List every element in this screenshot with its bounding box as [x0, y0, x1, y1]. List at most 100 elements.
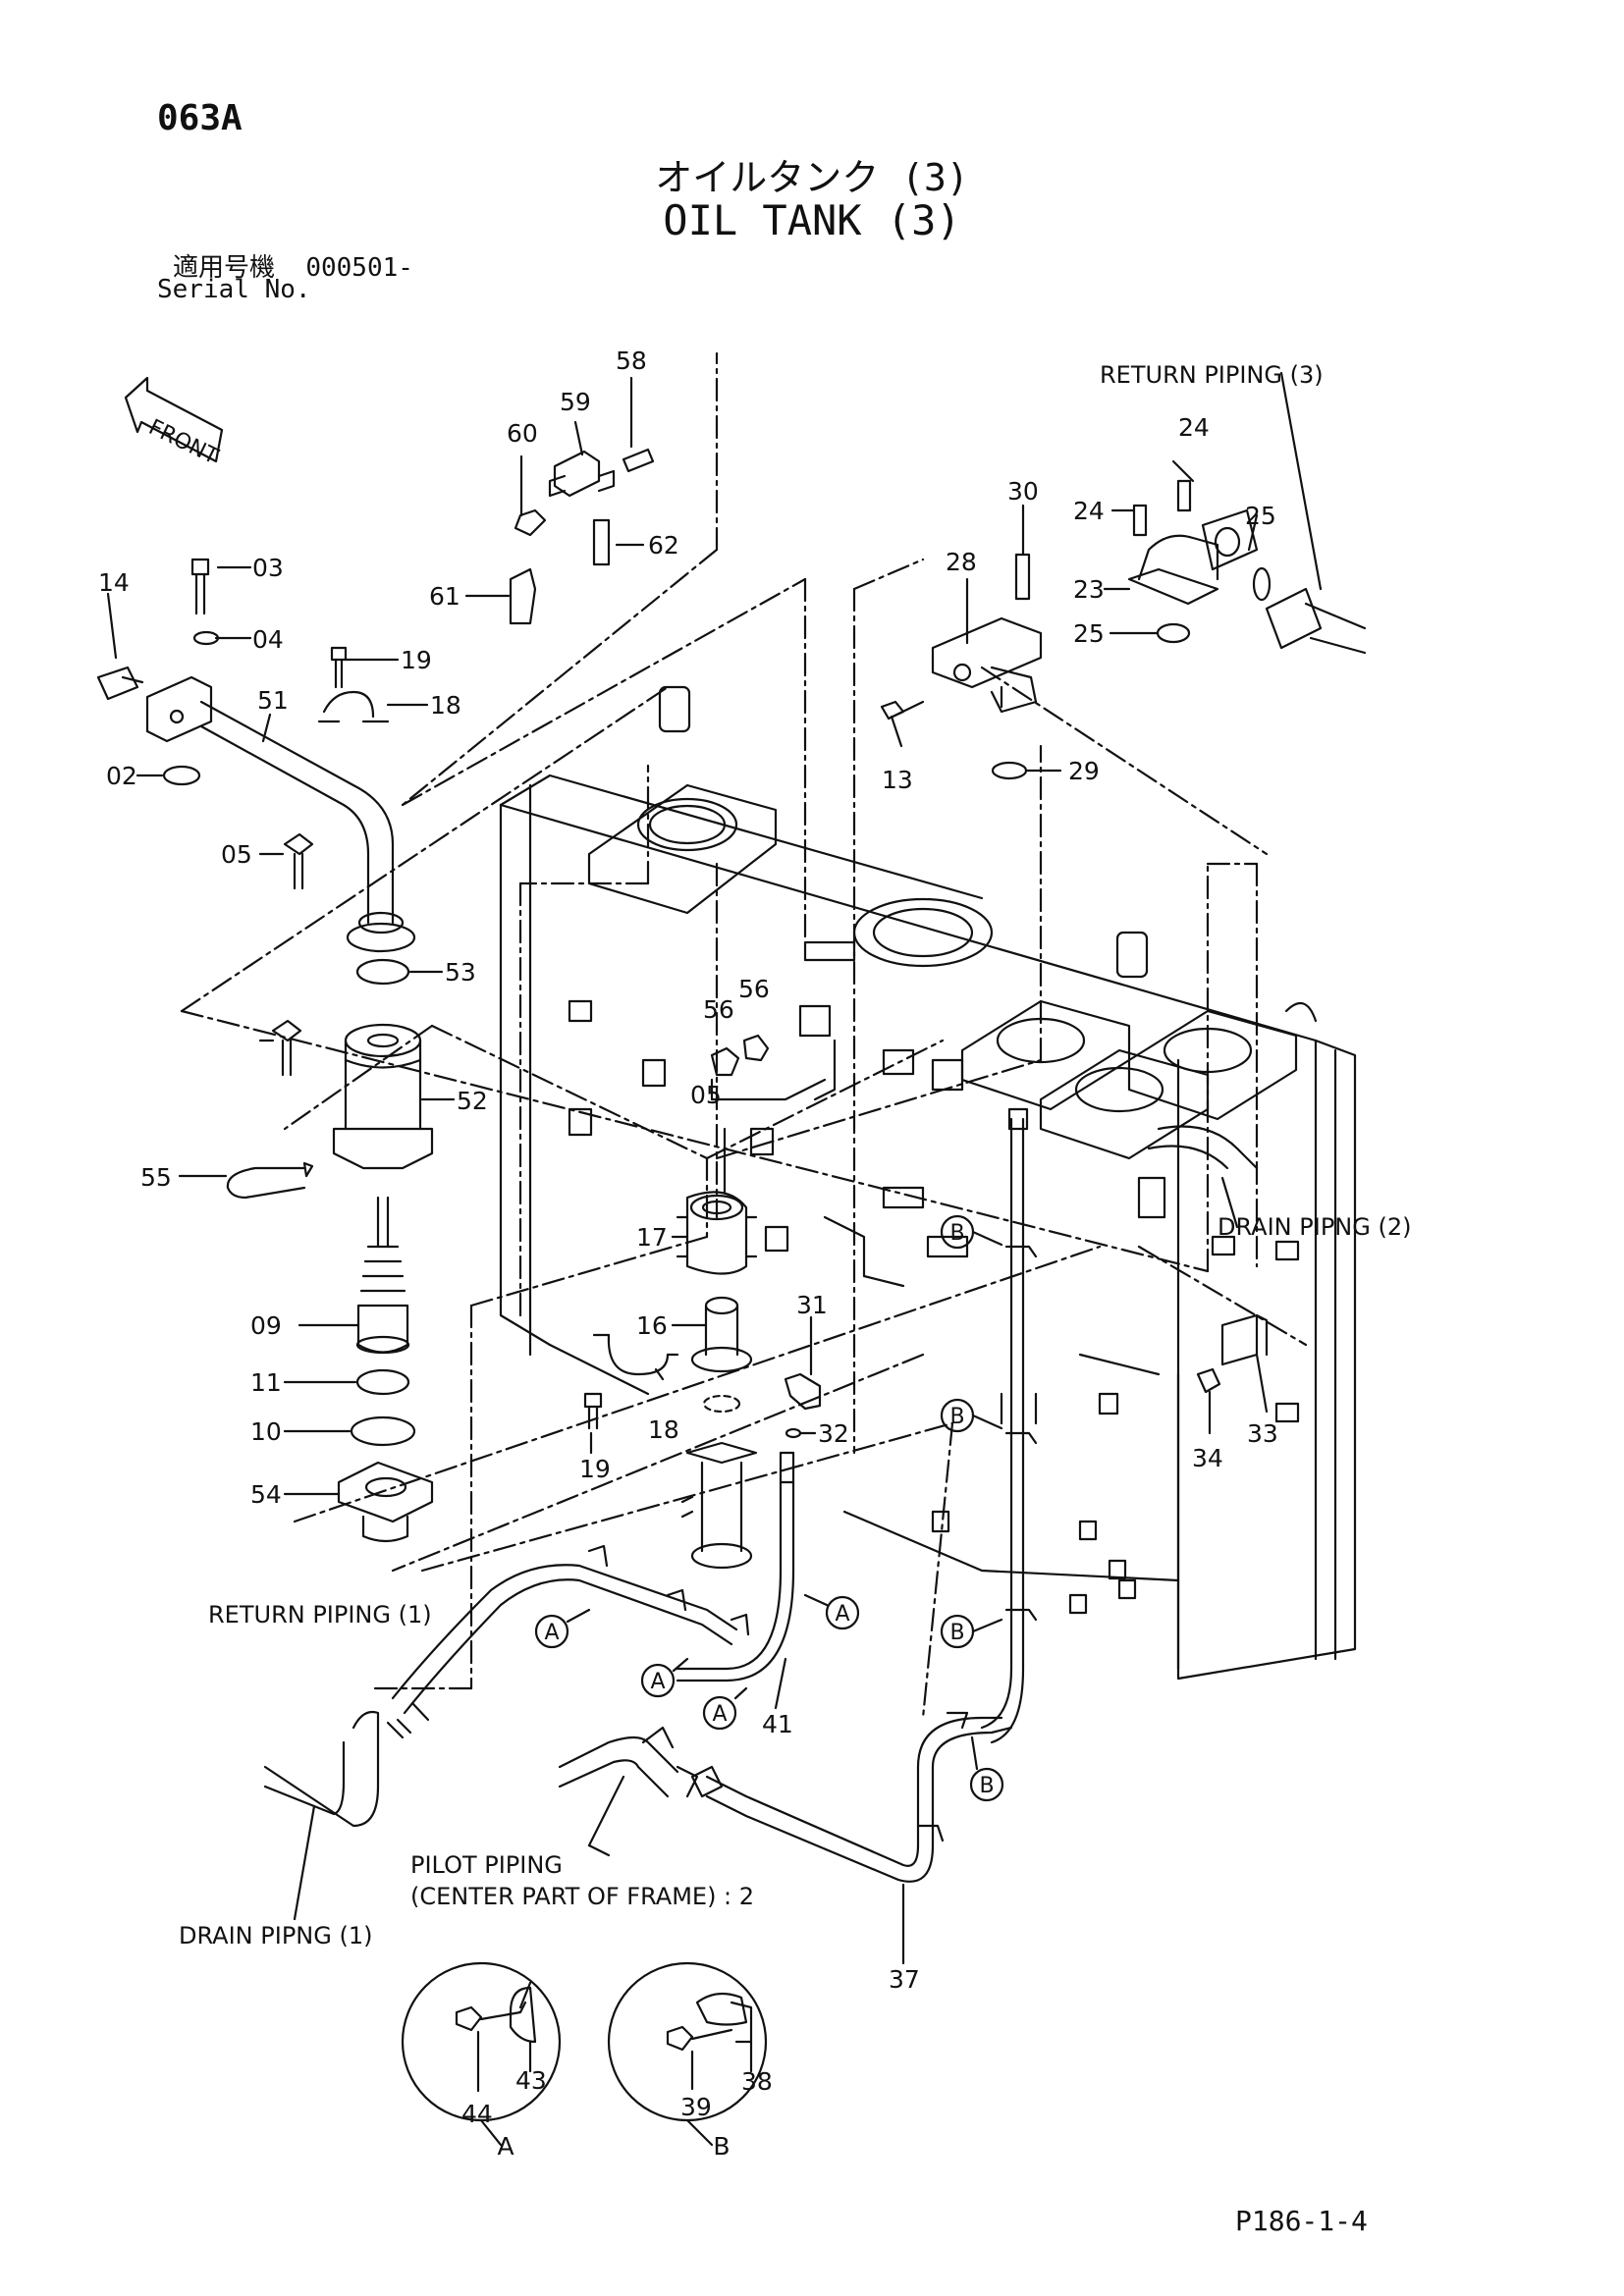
part-number: 17	[636, 1223, 668, 1252]
part-number: 58	[616, 347, 647, 375]
section-marker-letters: A A A A A B B B B	[544, 1221, 994, 1798]
part-number: 23	[1073, 575, 1105, 604]
marker-letter: B	[949, 1221, 964, 1246]
part-number: 25	[1245, 502, 1276, 530]
part-number: 05	[221, 840, 252, 869]
part-number: 30	[1007, 477, 1039, 506]
part-number: 41	[762, 1710, 793, 1738]
filter-case-52	[332, 1023, 434, 1170]
return-pipe-1	[386, 1544, 750, 1739]
hose-37	[690, 1716, 1013, 1883]
part-number: 11	[250, 1368, 282, 1397]
marker-letter: B	[979, 1774, 994, 1798]
elbow-fitting-14	[96, 592, 144, 701]
serial-label-jp-text: 適用号機	[173, 253, 276, 283]
part-number: 44	[461, 2100, 493, 2128]
section-markers	[534, 1214, 1004, 1802]
marker-letter: B	[949, 1405, 964, 1429]
part-number: 19	[579, 1455, 611, 1483]
bracket-33	[1196, 1313, 1269, 1415]
part-number: 24	[1178, 413, 1210, 442]
drain-pipe-1	[263, 1710, 380, 1828]
pipe-16	[680, 1296, 758, 1570]
detail-label-b: B	[713, 2132, 730, 2161]
marker-letter: A	[650, 1670, 665, 1694]
part-number: 56	[703, 995, 734, 1024]
part-number: 24	[1073, 497, 1105, 525]
cover-54	[337, 1461, 434, 1543]
part-number: 61	[429, 582, 460, 611]
part-number: 60	[507, 419, 538, 448]
part-number: 52	[457, 1087, 488, 1115]
serial-label-en: Serial No.	[157, 275, 311, 304]
part-number: 33	[1247, 1419, 1278, 1448]
assembly-leader-lines	[180, 351, 1308, 1720]
hose-41	[676, 1451, 795, 1682]
part-number: 19	[401, 646, 432, 674]
part-number: 16	[636, 1311, 668, 1340]
part-number: 04	[252, 625, 284, 654]
part-number: 59	[560, 388, 591, 416]
part-number: 51	[257, 686, 289, 715]
pilot-pipe-center	[558, 1726, 699, 1798]
marker-letter: A	[544, 1621, 559, 1645]
bolt-05	[271, 832, 314, 1077]
serial-value: 000501-	[305, 253, 413, 283]
elbow-31	[784, 1372, 822, 1439]
oil-tank-body	[499, 685, 1357, 1681]
nuts-56	[710, 1034, 827, 1101]
part-number: 10	[250, 1417, 282, 1446]
part-number: 28	[946, 548, 977, 576]
part-number: 18	[648, 1415, 679, 1444]
part-number: 34	[1192, 1444, 1223, 1472]
part-number: 32	[818, 1419, 849, 1448]
detail-view-labels: A B	[497, 2132, 730, 2161]
part-number: 25	[1073, 619, 1105, 648]
marker-letter: B	[949, 1621, 964, 1645]
callout-pilot-piping-2: (CENTER PART OF FRAME) : 2	[410, 1883, 754, 1910]
part-number: 18	[430, 691, 461, 720]
part-number: 14	[98, 568, 130, 597]
part-number: 53	[445, 958, 476, 987]
part-number: 56	[738, 975, 770, 1003]
part-number: 31	[796, 1291, 828, 1319]
u-bolt-55	[226, 1161, 314, 1200]
part-number-labels: 58 59 60 62 61 03 04 14 19 18 51 02 05 5…	[98, 347, 1278, 2128]
part-number: 39	[680, 2093, 712, 2121]
marker-letter: A	[712, 1702, 727, 1727]
part-number: 62	[648, 531, 679, 560]
o-ring-02	[162, 765, 201, 786]
callout-drain-piping-2: DRAIN PIPNG (2)	[1218, 1213, 1411, 1241]
o-ring-10	[350, 1415, 416, 1447]
part-number: 43	[515, 2066, 547, 2095]
o-ring-53	[355, 958, 410, 986]
detail-view-a	[401, 1961, 562, 2147]
filter-element-09	[355, 1196, 410, 1355]
pilot-pipe-vertical	[916, 1107, 1038, 1842]
part-number: 09	[250, 1311, 282, 1340]
bolt-03	[190, 558, 220, 646]
callout-return-piping-1: RETURN PIPING (1)	[208, 1601, 432, 1629]
callout-drain-piping-1: DRAIN PIPNG (1)	[179, 1922, 372, 1949]
clamp-18	[317, 646, 390, 723]
drawing-code: 063A	[157, 98, 243, 138]
front-arrow-icon: FRONT	[124, 376, 224, 470]
return-pipe-3	[1265, 587, 1367, 655]
part-number-leaders	[135, 371, 1323, 1965]
elbow-flange-23	[1127, 479, 1272, 644]
detail-label-a: A	[497, 2132, 514, 2161]
callout-return-piping-3: RETURN PIPING (3)	[1100, 361, 1324, 389]
part-number: 54	[250, 1480, 282, 1509]
manifold-28	[880, 553, 1043, 780]
fittings-58-62	[509, 448, 655, 625]
callout-pilot-piping-1: PILOT PIPING	[410, 1851, 563, 1879]
part-number: 37	[889, 1965, 920, 1994]
part-number: 13	[882, 766, 913, 794]
title-japanese: オイルタンク (3)	[655, 156, 969, 199]
part-number: 03	[252, 554, 284, 582]
part-number: 05	[690, 1081, 722, 1109]
detail-view-b	[607, 1961, 768, 2147]
part-number: 55	[140, 1163, 172, 1192]
page-title: OIL TANK (3)	[663, 196, 961, 244]
pipe-elbow-51	[145, 675, 416, 953]
